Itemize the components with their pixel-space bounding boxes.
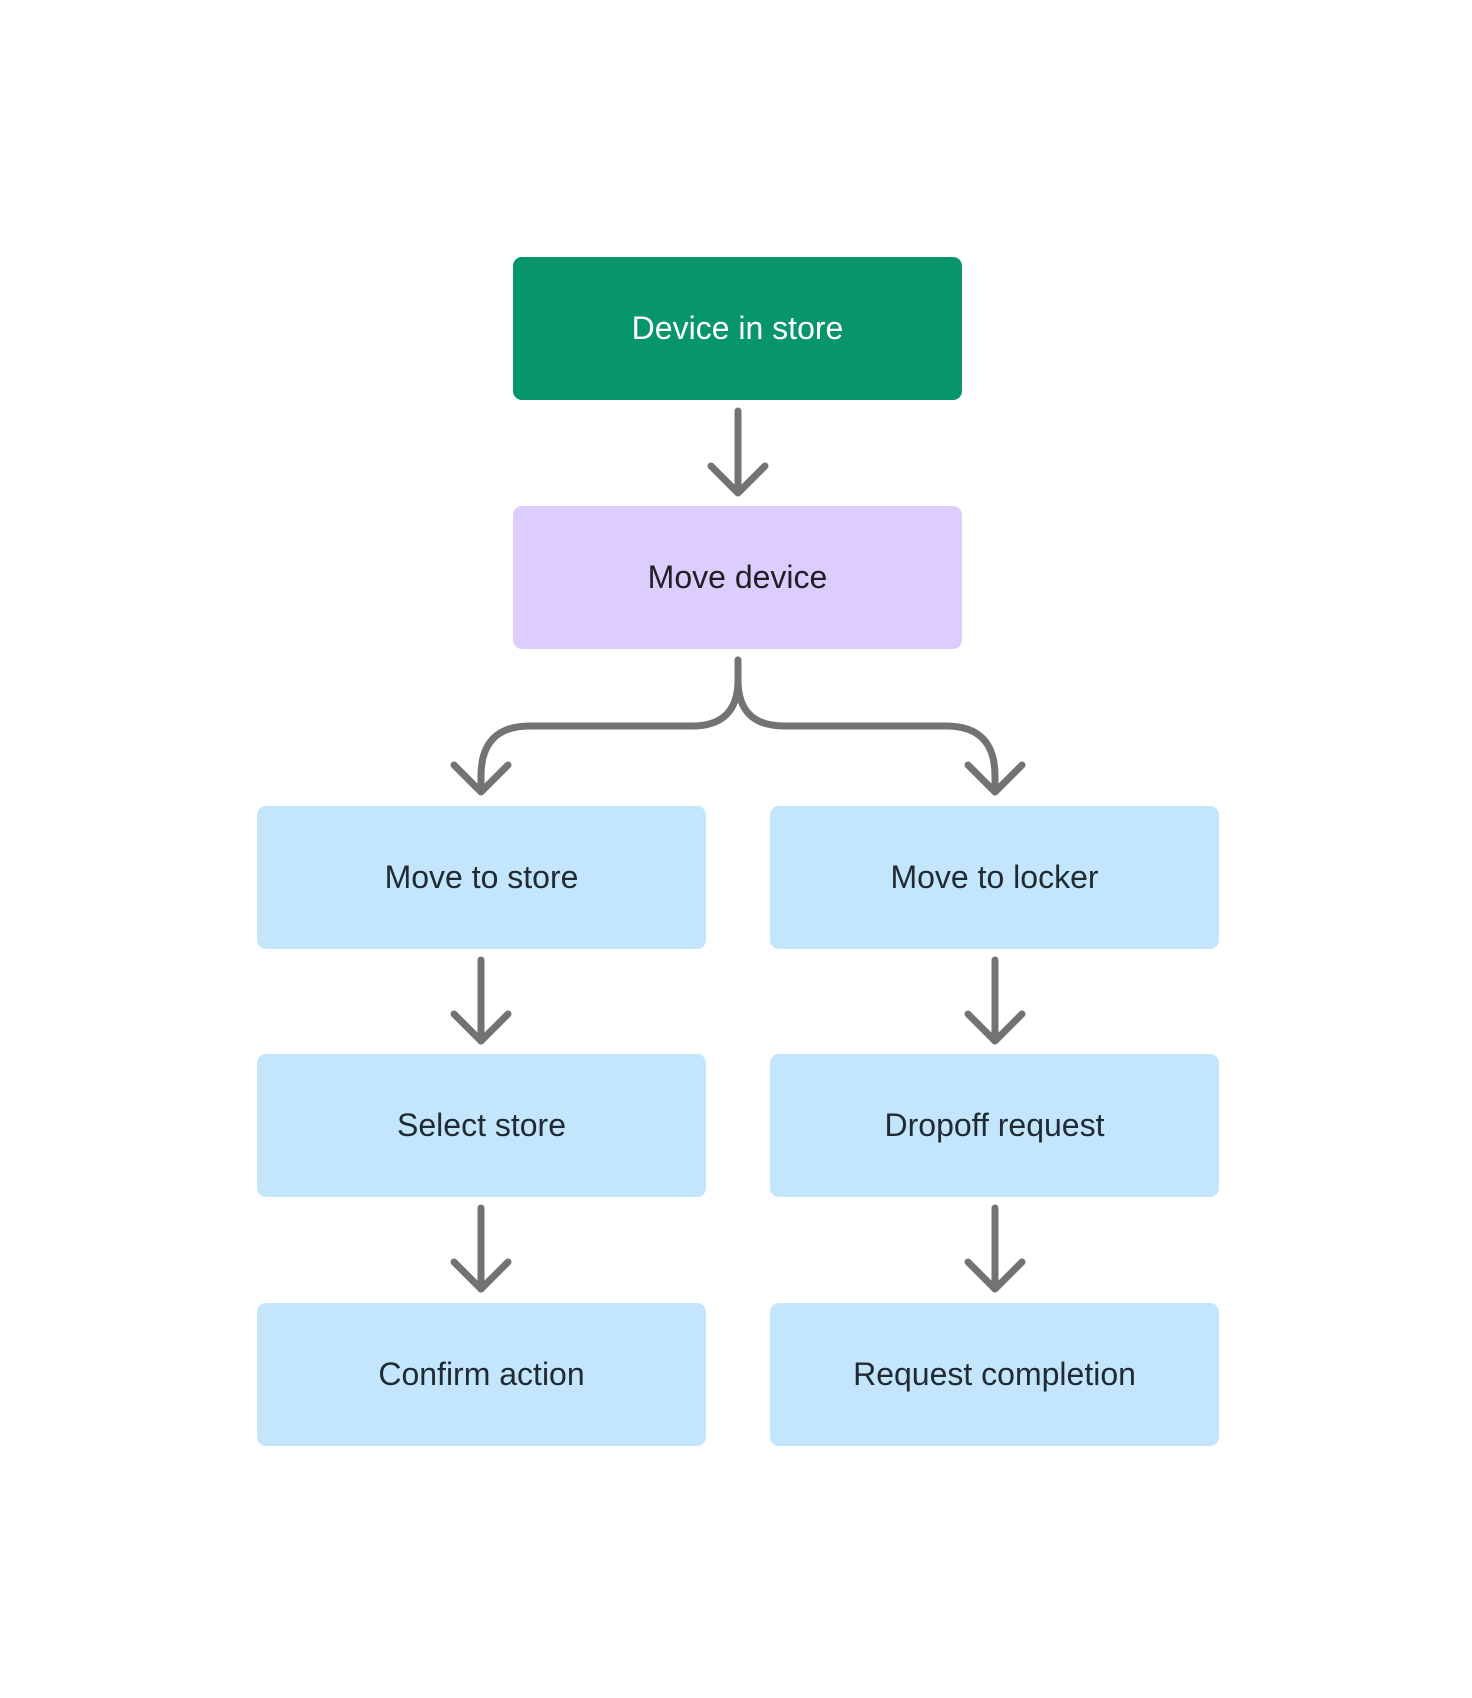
arrowhead-dropoff-to-completion bbox=[964, 1258, 1026, 1293]
node-move-device: Move device bbox=[513, 506, 962, 649]
arrowhead-branch-left bbox=[450, 761, 512, 796]
node-label: Request completion bbox=[853, 1356, 1136, 1392]
node-move-to-store: Move to store bbox=[257, 806, 706, 949]
node-label: Move to store bbox=[384, 859, 579, 895]
node-select-store: Select store bbox=[257, 1054, 706, 1197]
node-dropoff-request: Dropoff request bbox=[770, 1054, 1219, 1197]
node-label: Select store bbox=[397, 1107, 566, 1143]
arrowhead-locker-to-dropoff bbox=[964, 1010, 1026, 1045]
node-label: Move to locker bbox=[890, 859, 1099, 895]
branch-left-connector bbox=[477, 656, 742, 794]
node-label: Confirm action bbox=[378, 1356, 585, 1392]
node-confirm-action: Confirm action bbox=[257, 1303, 706, 1446]
arrowhead-store-to-select bbox=[450, 1010, 512, 1045]
arrowhead-select-to-confirm bbox=[450, 1258, 512, 1293]
node-request-completion: Request completion bbox=[770, 1303, 1219, 1446]
arrowhead-branch-right bbox=[964, 761, 1026, 796]
node-label: Dropoff request bbox=[884, 1107, 1105, 1143]
node-label: Move device bbox=[647, 559, 828, 595]
node-move-to-locker: Move to locker bbox=[770, 806, 1219, 949]
arrowhead-start-to-move bbox=[707, 462, 769, 497]
node-device-in-store: Device in store bbox=[513, 257, 962, 400]
branch-right-connector bbox=[734, 656, 999, 794]
node-label: Device in store bbox=[631, 310, 844, 346]
